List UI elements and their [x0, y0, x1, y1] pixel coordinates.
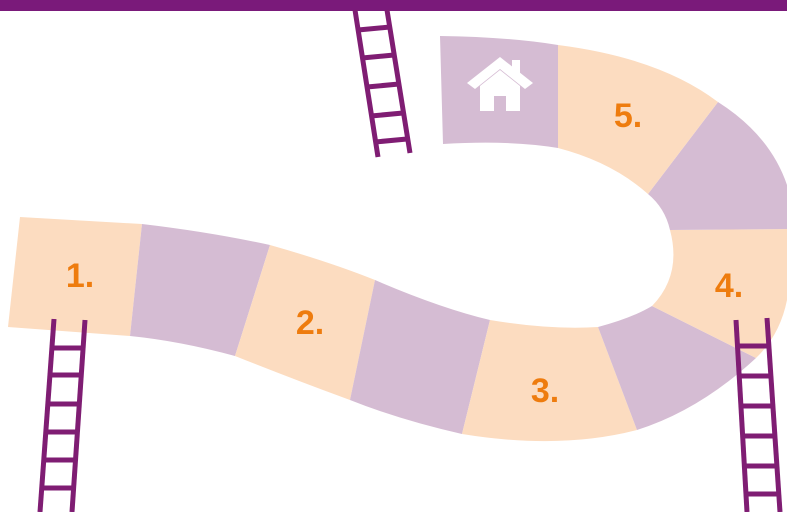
- step-number-1: 1.: [66, 257, 94, 295]
- step-number-5: 5.: [614, 97, 642, 135]
- ladder-top: [355, 10, 410, 157]
- step-number-2: 2.: [296, 304, 324, 342]
- step-number-4: 4.: [715, 267, 743, 305]
- ladder-right: [736, 318, 780, 512]
- step-number-3: 3.: [531, 372, 559, 410]
- ladder-left: [40, 319, 85, 512]
